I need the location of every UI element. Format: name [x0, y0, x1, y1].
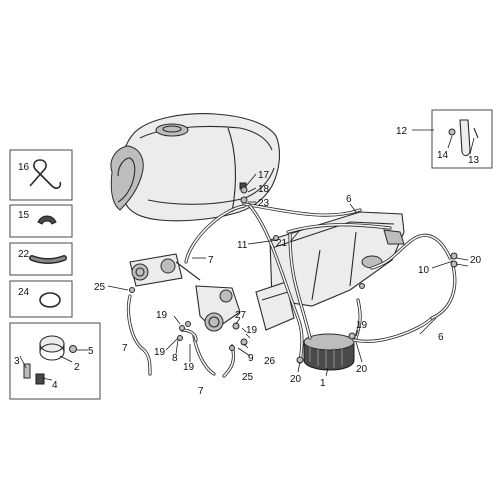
callout-9: 9 — [248, 353, 254, 364]
callout-6-top: 6 — [346, 194, 352, 205]
callout-11: 11 — [237, 240, 248, 251]
kit-box-24 — [9, 280, 73, 318]
callout-23: 23 — [258, 198, 270, 209]
callout-7-bottom: 7 — [198, 386, 204, 397]
kit-box-16 — [9, 149, 73, 201]
callout-19-a: 19 — [156, 310, 168, 321]
callout-6-right: 6 — [438, 332, 444, 343]
kit-box-15 — [9, 204, 73, 238]
kit-box-22 — [9, 242, 73, 276]
leader-lines — [19, 129, 475, 381]
kit-box-2-5 — [9, 322, 101, 400]
callout-13: 13 — [468, 155, 480, 166]
callout-17: 17 — [258, 170, 270, 181]
callout-20-right: 20 — [470, 255, 482, 266]
throttle-body-right — [195, 285, 241, 332]
callout-25-left: 25 — [94, 282, 106, 293]
callout-10: 10 — [418, 265, 430, 276]
callout-18: 18 — [258, 184, 270, 195]
callout-19-c: 19 — [183, 362, 195, 373]
callout-16: 16 — [18, 162, 30, 173]
callout-4: 4 — [52, 380, 58, 391]
callout-21: 21 — [276, 238, 288, 249]
callout-numbers: 16 15 22 24 12 14 13 17 18 23 6 11 21 7 … — [14, 126, 482, 397]
callout-2: 2 — [74, 362, 80, 373]
callout-7-top: 7 — [208, 255, 214, 266]
charcoal-canister — [303, 333, 355, 371]
hoses — [126, 202, 457, 378]
callout-7-left: 7 — [122, 343, 128, 354]
callout-22: 22 — [18, 249, 30, 260]
bracket-kit-box — [431, 109, 493, 169]
callout-12: 12 — [396, 126, 408, 137]
fuel-tank — [110, 113, 281, 222]
canister-bracket — [255, 211, 405, 331]
callout-20-left: 20 — [290, 374, 302, 385]
callout-15: 15 — [18, 210, 30, 221]
callout-20-canister: 20 — [356, 364, 368, 375]
callout-24: 24 — [18, 287, 30, 298]
callout-1: 1 — [320, 378, 326, 389]
callout-8: 8 — [172, 353, 178, 364]
callout-19-canister: 19 — [356, 320, 368, 331]
callout-26: 26 — [264, 356, 276, 367]
callout-19-d: 19 — [246, 325, 258, 336]
throttle-body-left — [129, 253, 201, 287]
callout-19-b: 19 — [154, 347, 166, 358]
callout-14: 14 — [437, 150, 449, 161]
callout-3: 3 — [14, 356, 20, 367]
fittings — [129, 186, 458, 364]
callout-5: 5 — [88, 346, 94, 357]
callout-25-bottom: 25 — [242, 372, 254, 383]
callout-27: 27 — [235, 310, 247, 321]
